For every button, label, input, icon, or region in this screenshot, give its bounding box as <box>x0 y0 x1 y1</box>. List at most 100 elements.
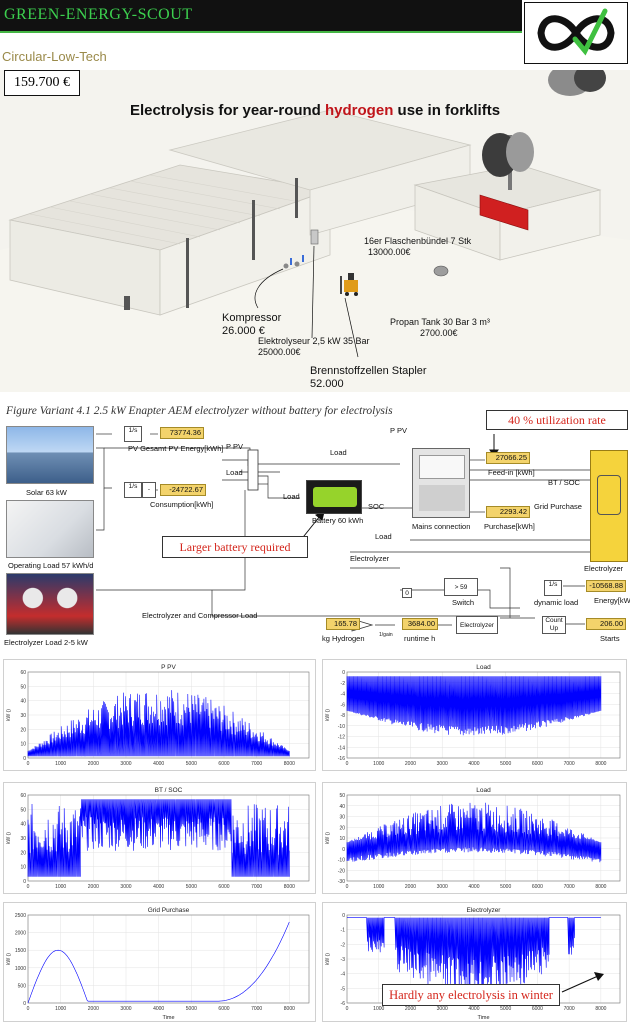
x-tick-label: 8000 <box>284 761 295 767</box>
x-tick-label: 6000 <box>218 884 229 890</box>
plot-title: Load <box>476 664 491 671</box>
x-tick-label: 0 <box>27 761 30 767</box>
x-tick-label: 8000 <box>284 884 295 890</box>
y-tick-label: -2 <box>341 681 346 687</box>
y-tick-label: 0 <box>23 756 26 762</box>
electrolyzer-block-label: Electrolyzer <box>584 564 624 573</box>
header: GREEN-ENERGY-SCOUT Circular-Low-Tech <box>0 0 630 70</box>
y-tick-label: 40 <box>339 804 345 810</box>
battery-block <box>306 480 362 514</box>
plot-ylabel: kW () <box>325 832 331 844</box>
battery-callout: Larger battery required <box>162 536 308 558</box>
plot-title: Load <box>476 787 491 794</box>
scene-title-before: Electrolysis for year-round <box>129 102 326 119</box>
y-tick-label: -10 <box>338 724 345 730</box>
utilization-callout: 40 % utilization rate <box>486 410 628 430</box>
figure-caption: Figure Variant 4.1 2.5 kW Enapter AEM el… <box>6 405 393 417</box>
bottle-bundle-price: 13000.00€ <box>368 247 411 257</box>
y-tick-label: -30 <box>338 879 345 885</box>
switch-label: Switch <box>452 598 475 607</box>
y-tick-label: 40 <box>20 699 26 705</box>
y-tick-label: -3 <box>341 957 346 963</box>
x-tick-label: 0 <box>27 1006 30 1012</box>
pv-gesamt-label: PV Gesamt PV Energy[kWh] <box>128 444 224 453</box>
x-tick-label: 6000 <box>218 761 229 767</box>
y-tick-label: 60 <box>20 793 26 799</box>
y-tick-label: 1500 <box>15 948 26 954</box>
y-tick-label: 2000 <box>15 931 26 937</box>
x-tick-label: 7000 <box>564 884 575 890</box>
y-tick-label: -1 <box>341 928 346 934</box>
x-tick-label: 3000 <box>437 1006 448 1012</box>
y-tick-label: 0 <box>23 879 26 885</box>
y-tick-label: 50 <box>20 684 26 690</box>
bottle-bundle-name: 16er Flaschenbündel 7 Stk <box>364 236 472 246</box>
x-tick-label: 3000 <box>120 761 131 767</box>
x-tick-label: 1000 <box>55 761 66 767</box>
total-price-box: 159.700 € <box>4 70 80 96</box>
hydrogen-display: 165.78 <box>326 618 360 630</box>
x-tick-label: 5000 <box>500 1006 511 1012</box>
x-tick-label: 7000 <box>251 884 262 890</box>
p-pv-label: P PV <box>226 442 243 451</box>
winter-note-arrow-icon <box>561 972 604 993</box>
compressor-label: Kompressor 26.000 € <box>222 312 281 338</box>
y-tick-label: -14 <box>338 745 345 751</box>
y-tick-label: 20 <box>339 825 345 831</box>
plot-frame <box>346 671 621 759</box>
purchase-label: Purchase[kWh] <box>484 522 535 531</box>
electrolyzer-small-block: Electrolyzer <box>456 616 498 634</box>
y-tick-label: 0 <box>342 670 345 676</box>
x-tick-label: 2000 <box>88 761 99 767</box>
y-tick-label: -6 <box>341 702 346 708</box>
consumption-display: -24722.67 <box>160 484 206 496</box>
electrolyzer-caption: Electrolyzer Load 2-5 kW <box>4 638 88 647</box>
mains-connection-block <box>412 448 470 518</box>
y-tick-label: -5 <box>341 986 346 992</box>
y-tick-label: -12 <box>338 735 345 741</box>
x-tick-label: 8000 <box>284 1006 295 1012</box>
y-tick-label: 1000 <box>15 966 26 972</box>
load-label-2: Load <box>330 448 347 457</box>
battery-label: Battery 60 kWh <box>312 516 364 525</box>
x-tick-label: 2000 <box>405 761 416 767</box>
compressor-name: Kompressor <box>222 312 282 324</box>
x-tick-label: 7000 <box>564 761 575 767</box>
electrolyzer-name: Elektrolyseur 2,5 kW 35 Bar <box>258 336 370 346</box>
y-tick-label: -4 <box>341 692 346 698</box>
x-tick-label: 5000 <box>500 884 511 890</box>
propane-tank-name: Propan Tank 30 Bar 3 m³ <box>390 317 490 327</box>
brand-underline <box>0 31 522 33</box>
electrolyzer-compressor-load-label: Electrolyzer and Compressor Load <box>142 611 258 620</box>
propane-tank-label: Propan Tank 30 Bar 3 m³ 2700.00€ <box>390 317 490 339</box>
electrolyzer-subsystem-block <box>590 450 628 562</box>
x-tick-label: 4000 <box>468 761 479 767</box>
solar-caption: Solar 63 kW <box>26 488 67 497</box>
x-tick-label: 2000 <box>405 1006 416 1012</box>
building-illustration <box>0 70 630 392</box>
y-tick-label: 50 <box>20 807 26 813</box>
forklift-price: 52.000 <box>310 378 344 390</box>
y-tick-label: 0 <box>23 1001 26 1007</box>
y-tick-label: 20 <box>20 727 26 733</box>
mains-connection-label: Mains connection <box>412 522 471 531</box>
building-scene: 159.700 € Electrolysis for year-round hy… <box>0 70 630 392</box>
x-tick-label: 6000 <box>532 884 543 890</box>
y-tick-label: -4 <box>341 972 346 978</box>
diagram-wiring <box>96 433 601 632</box>
y-tick-label: 50 <box>339 793 345 799</box>
scene-title-after: use in forklifts <box>393 102 501 119</box>
minus-block: - <box>142 482 156 498</box>
infinity-check-logo-icon <box>524 2 628 64</box>
forklift-label: Brennstoffzellen Stapler 52.000 <box>310 365 427 391</box>
y-tick-label: -16 <box>338 756 345 762</box>
forklift-name: Brennstoffzellen Stapler <box>310 365 427 377</box>
y-tick-label: 20 <box>20 850 26 856</box>
signal-line <box>27 921 290 1004</box>
y-tick-label: -20 <box>338 868 345 874</box>
